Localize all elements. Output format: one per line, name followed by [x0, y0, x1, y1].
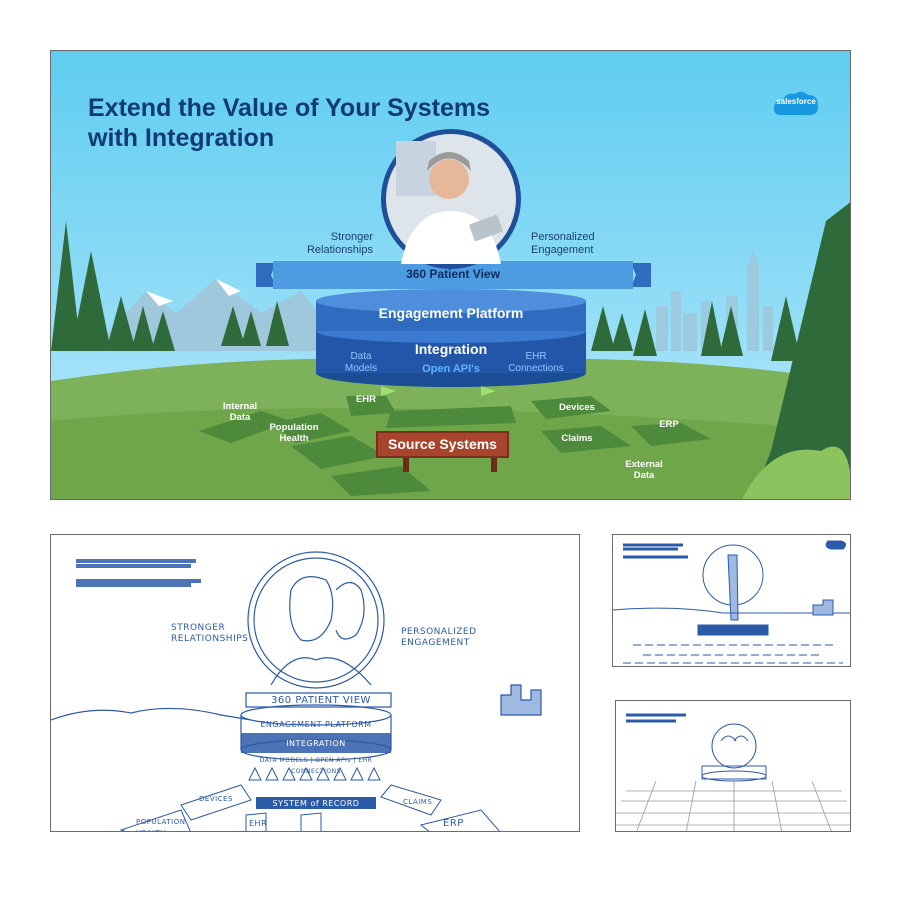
logo-text: salesforce — [776, 97, 816, 106]
population-health-label: Population Health — [269, 422, 319, 444]
personalized-engagement-label: Personalized Engagement — [531, 231, 595, 256]
salesforce-logo: salesforce — [773, 89, 819, 119]
claims-label: Claims — [561, 433, 593, 444]
engagement-platform-label: Engagement Platform — [378, 305, 524, 321]
sketch-banner-label: 360 PATIENT VIEW — [271, 695, 371, 706]
open-apis-label: Open API's — [422, 363, 480, 375]
page-title: Extend the Value of Your Systems with In… — [88, 94, 490, 152]
data-models-label: Data Models — [344, 351, 378, 374]
sketch-integration-label: INTEGRATION — [286, 739, 346, 748]
sketch-small-top — [612, 534, 851, 667]
ehr-connections-label: EHR Connections — [508, 351, 564, 374]
erp-label: ERP — [659, 419, 679, 430]
ehr-label: EHR — [355, 394, 377, 405]
sketch-small-bottom — [615, 700, 851, 832]
cloud-icon — [773, 91, 819, 115]
sketch-stronger-label: STRONGER RELATIONSHIPS — [171, 623, 249, 644]
sketch-small-top-drawing — [613, 540, 850, 664]
patient-view-banner: 360 Patient View — [406, 267, 500, 281]
stronger-relationships-label: Stronger Relationships — [306, 231, 373, 256]
sketch-erp-label: ERP — [443, 818, 464, 829]
integration-label: Integration — [414, 341, 488, 357]
sketch-population-label: POPULATION HEALTH — [136, 818, 186, 831]
external-data-label: External Data — [625, 459, 663, 481]
sketch-engagement-label: ENGAGEMENT PLATFORM — [260, 720, 372, 729]
sketch-ehr-label: EHR — [249, 819, 268, 828]
internal-data-label: Internal Data — [222, 401, 258, 423]
source-systems-sign: Source Systems — [376, 431, 509, 458]
sketch-drawing — [51, 551, 542, 831]
sketch-devices-label: DEVICES — [199, 795, 233, 803]
landscape-scene — [51, 129, 850, 499]
sketch-personalized-label: PERSONALIZED ENGAGEMENT — [401, 627, 477, 648]
sketch-small-bottom-drawing — [616, 713, 850, 831]
sketch-large: STRONGER RELATIONSHIPS PERSONALIZED ENGA… — [50, 534, 580, 832]
devices-label: Devices — [559, 402, 595, 413]
sketch-record-label: SYSTEM of RECORD — [272, 799, 360, 808]
sketch-claims-label: CLAIMS — [403, 798, 433, 806]
sketch-sub-label: DATA MODELS | OPEN APIs | EHR CONNECTION… — [259, 757, 373, 775]
main-illustration: Extend the Value of Your Systems with In… — [50, 50, 851, 500]
